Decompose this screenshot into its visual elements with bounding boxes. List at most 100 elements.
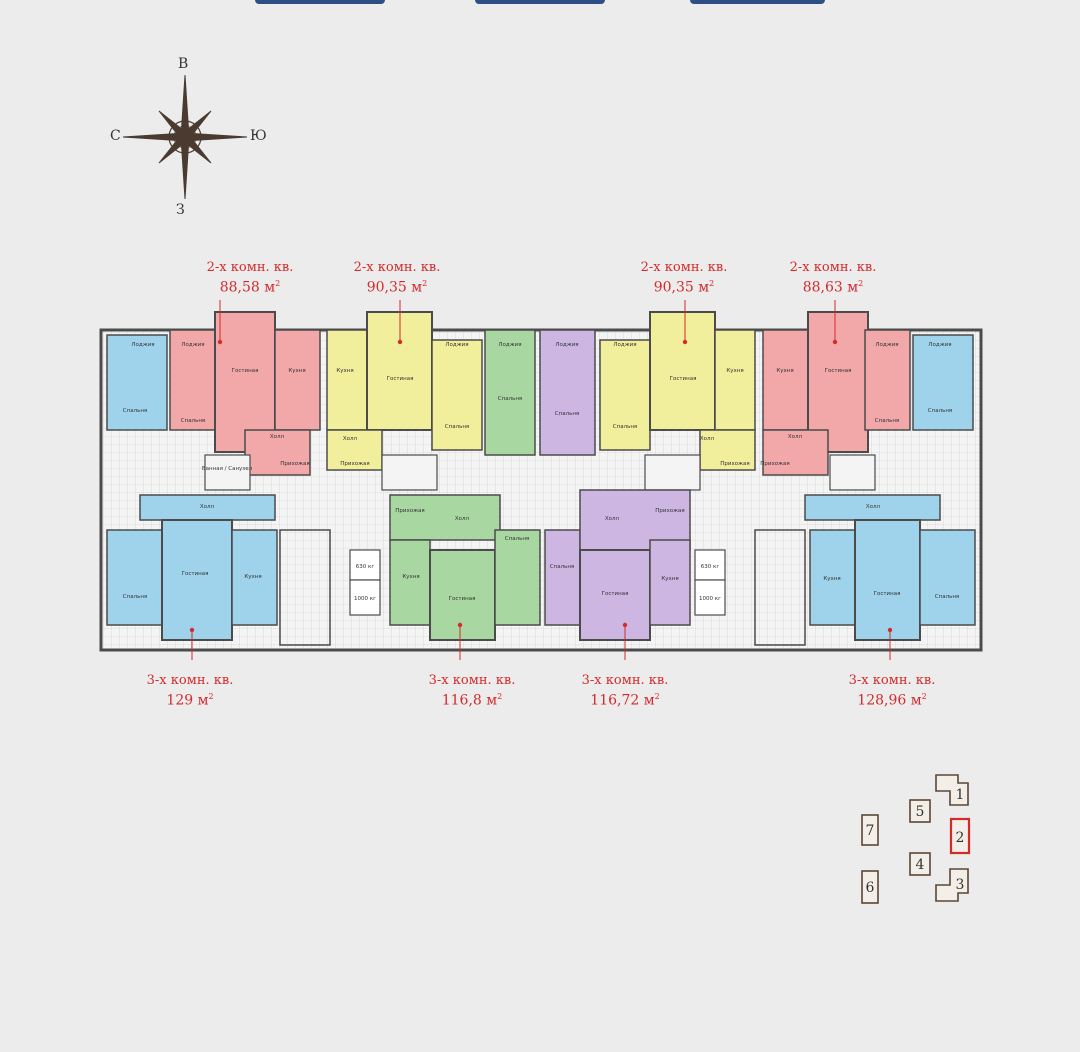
room-label: Кухня: [661, 576, 678, 582]
apartment-area: 116,72 м: [590, 692, 655, 709]
room-label: Холл: [605, 516, 620, 522]
room-label: Ванная / Санузел: [202, 466, 253, 472]
svg-text:2: 2: [956, 830, 965, 846]
apartment-bottom-4[interactable]: [804, 334, 976, 641]
room-label: Спальня: [445, 424, 469, 430]
lift-large-right: [694, 579, 726, 616]
svg-text:5: 5: [916, 804, 925, 820]
area-unit: 2: [422, 279, 428, 288]
svg-text:7: 7: [866, 823, 875, 839]
room-label: Лоджия: [613, 342, 636, 348]
building-5[interactable]: 5: [909, 799, 931, 823]
room-label: Спальня: [123, 594, 147, 600]
room-label: Кухня: [244, 574, 261, 580]
apartment-area: 129 м: [166, 692, 209, 709]
area-unit: 2: [208, 692, 214, 701]
room-label: Кухня: [823, 576, 840, 582]
apartment-area: 88,63 м: [802, 279, 859, 296]
room-label: Холл: [866, 504, 881, 510]
area-unit: 2: [709, 279, 715, 288]
apartment-top-2[interactable]: [326, 311, 483, 491]
area-unit: 2: [654, 692, 660, 701]
building-6[interactable]: 6: [861, 870, 879, 904]
area-unit: 2: [497, 692, 503, 701]
svg-text:3: 3: [956, 877, 965, 893]
svg-text:4: 4: [916, 857, 925, 873]
room-label: Спальня: [935, 594, 959, 600]
room-label: Холл: [700, 436, 715, 442]
room-label: Лоджия: [131, 342, 154, 348]
apartment-type: 2-х комн. кв.: [640, 260, 728, 275]
apartment-type: 3-х комн. кв.: [581, 673, 669, 688]
apartment-label-bottom-2[interactable]: 3-х комн. кв. 116,8 м2: [402, 673, 542, 709]
room-living: [214, 311, 276, 453]
apartment-bottom-1[interactable]: [106, 334, 278, 641]
room-label: Холл: [455, 516, 470, 522]
apartment-type: 2-х комн. кв.: [353, 260, 441, 275]
lift-label: 630 кг: [701, 564, 720, 570]
apartment-top-purple[interactable]: [539, 329, 596, 456]
room-label: Прихожая: [395, 508, 424, 514]
room-label: Лоджия: [875, 342, 898, 348]
apartment-label-top-2[interactable]: 2-х комн. кв. 90,35 м2: [327, 260, 467, 296]
apartment-area: 90,35 м: [366, 279, 423, 296]
apartment-label-bottom-4[interactable]: 3-х комн. кв. 128,96 м2: [822, 673, 962, 709]
building-1[interactable]: 1: [935, 774, 969, 806]
building-minimap: 1 5 7 2 4 6 3: [861, 774, 971, 904]
room-hall: [244, 429, 311, 476]
apartment-type: 2-х комн. кв.: [206, 260, 294, 275]
room-label: Гостиная: [449, 596, 476, 602]
lift-small-left: [349, 549, 381, 581]
building-7[interactable]: 7: [861, 814, 879, 846]
compass-icon: [122, 74, 248, 200]
lift-label: 1000 кг: [699, 596, 721, 602]
building-2[interactable]: 2: [949, 817, 971, 855]
apartment-top-1[interactable]: [169, 311, 321, 491]
room-label: Лоджия: [181, 342, 204, 348]
room-label: Прихожая: [655, 508, 684, 514]
header-tab-2[interactable]: [475, 0, 605, 4]
lift-large-left: [349, 579, 381, 616]
room-label: Лоджия: [928, 342, 951, 348]
room-label: Лоджия: [555, 342, 578, 348]
svg-text:1: 1: [956, 787, 965, 803]
room-label: Холл: [270, 434, 285, 440]
room-label: Кухня: [288, 368, 305, 374]
apartment-type: 3-х комн. кв.: [428, 673, 516, 688]
header-tab-1[interactable]: [255, 0, 385, 4]
apartment-type: 3-х комн. кв.: [146, 673, 234, 688]
floor-plan: Лоджия Лоджия Гостиная Кухня Спальня Спа…: [99, 300, 983, 660]
room-kitchen: [274, 329, 321, 431]
apartment-top-green[interactable]: [484, 329, 536, 456]
room-bath: [204, 454, 251, 491]
apartment-label-bottom-3[interactable]: 3-х комн. кв. 116,72 м2: [555, 673, 695, 709]
header-tab-3[interactable]: [690, 0, 825, 4]
room-label: Лоджия: [498, 342, 521, 348]
apartment-label-top-3[interactable]: 2-х комн. кв. 90,35 м2: [614, 260, 754, 296]
apartment-top-4[interactable]: [762, 311, 911, 491]
room-label: Прихожая: [280, 461, 309, 467]
svg-text:6: 6: [866, 880, 875, 896]
room-label: Спальня: [928, 408, 952, 414]
building-4[interactable]: 4: [909, 852, 931, 876]
apartment-label-top-4[interactable]: 2-х комн. кв. 88,63 м2: [763, 260, 903, 296]
room-label: Спальня: [498, 396, 522, 402]
compass-west: З: [176, 202, 185, 218]
apartment-bottom-3[interactable]: [544, 489, 691, 641]
stairwell-left: [279, 529, 331, 646]
room-bedroom: [169, 329, 221, 431]
apartment-label-bottom-1[interactable]: 3-х комн. кв. 129 м2: [120, 673, 260, 709]
room-label: Лоджия: [445, 342, 468, 348]
room-label: Спальня: [181, 418, 205, 424]
apartment-label-top-1[interactable]: 2-х комн. кв. 88,58 м2: [180, 260, 320, 296]
room-label: Холл: [788, 434, 803, 440]
apartment-area: 128,96 м: [857, 692, 922, 709]
apartment-top-3[interactable]: [599, 311, 756, 491]
room-label: Холл: [343, 436, 358, 442]
room-label: Спальня: [875, 418, 899, 424]
room-label: Холл: [200, 504, 215, 510]
stairwell-right: [754, 529, 806, 646]
apartment-type: 2-х комн. кв.: [789, 260, 877, 275]
building-3[interactable]: 3: [935, 868, 969, 902]
apartment-bottom-2[interactable]: [389, 494, 541, 641]
